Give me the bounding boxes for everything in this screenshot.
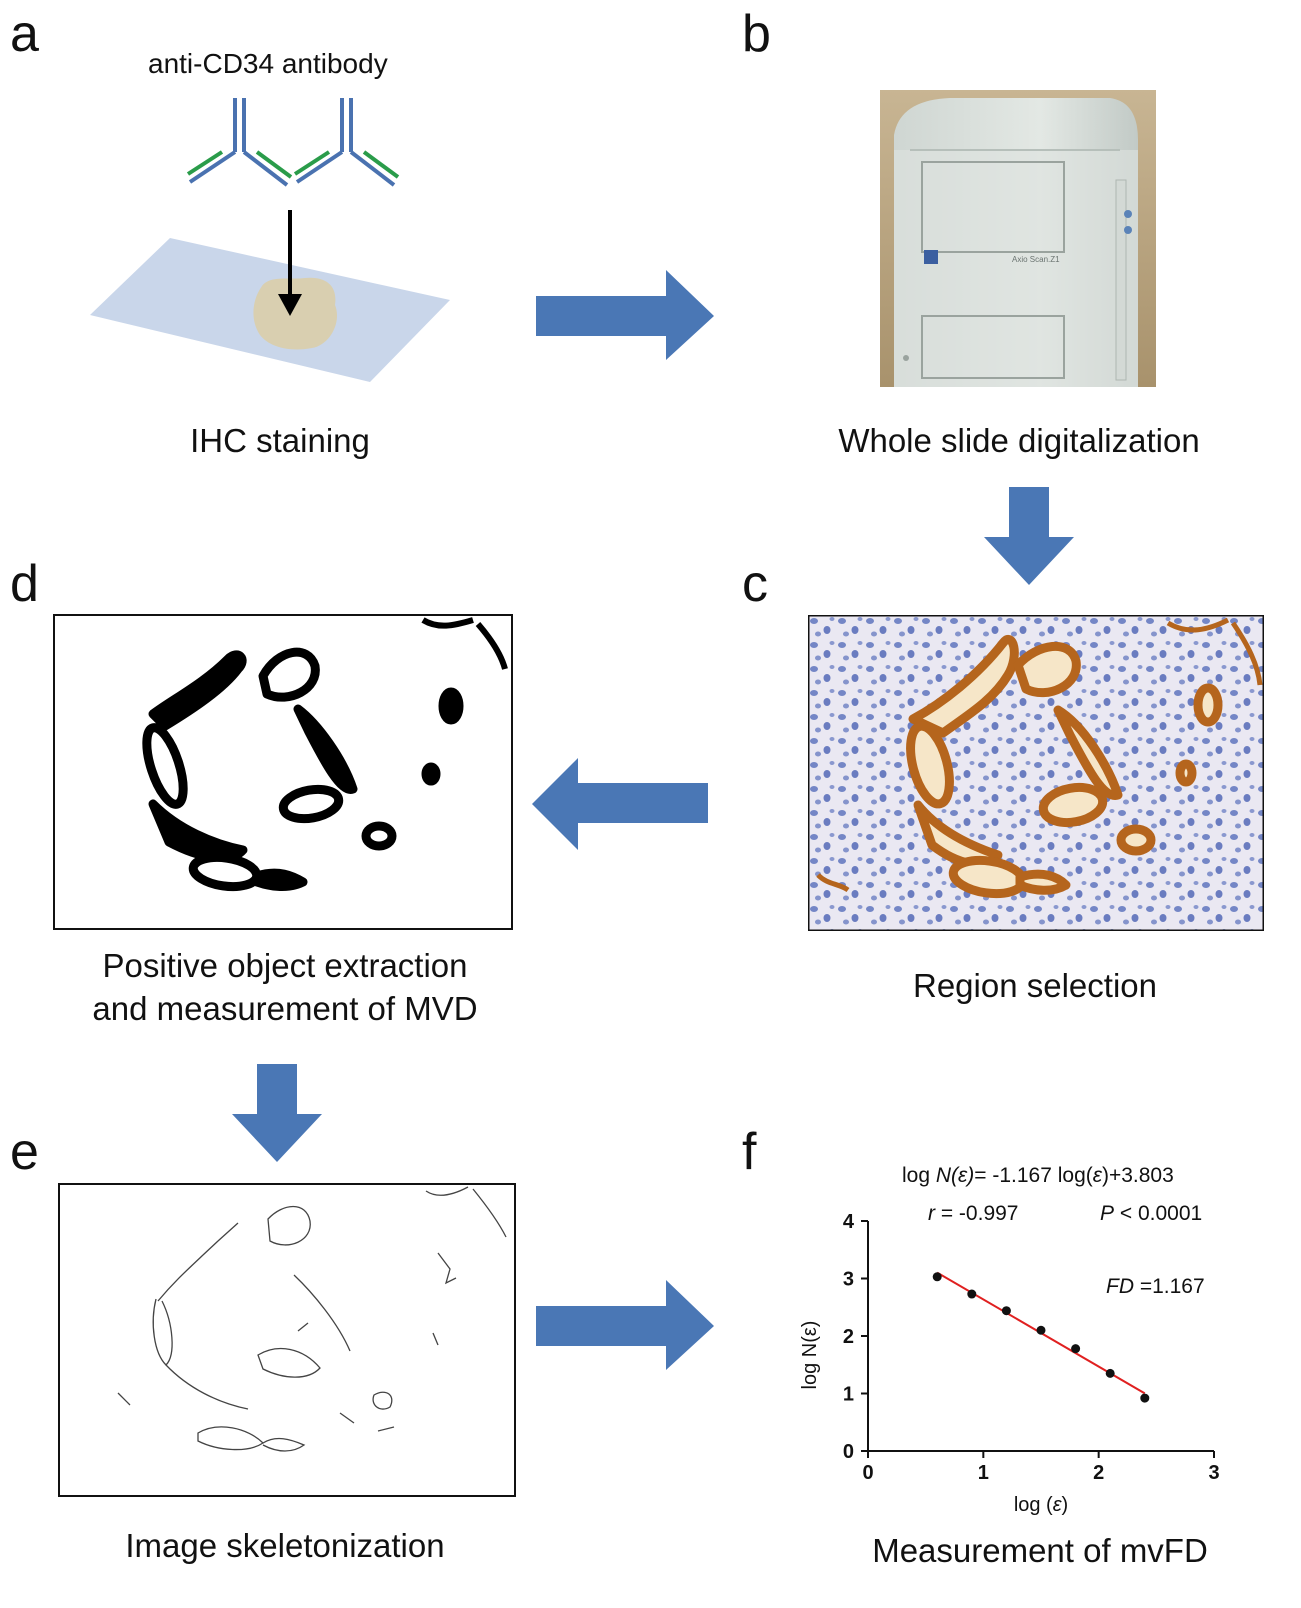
panel-letter-d: d — [10, 555, 39, 613]
eq-prefix: log — [902, 1164, 936, 1187]
panel-letter-b: b — [742, 5, 771, 63]
panel-letter-e: e — [10, 1123, 39, 1181]
caption-region-selection: Region selection — [913, 967, 1157, 1004]
caption-d-line1: Positive object extraction — [102, 947, 468, 984]
caption-positive-object-extraction: Positive object extraction and measureme… — [40, 945, 530, 1031]
chart-ticks: 0 1 2 3 0 1 2 3 4 — [843, 1211, 1220, 1484]
eq-middle: = -1.167 log( — [974, 1164, 1093, 1187]
eq-suffix: )+3.803 — [1101, 1164, 1174, 1187]
ihc-staining-illustration — [90, 98, 450, 382]
slide-scanner-photo: Axio Scan.Z1 — [880, 90, 1156, 387]
flow-arrow-b-to-c — [984, 487, 1074, 585]
x-tick-label: 0 — [862, 1462, 873, 1484]
caption-measurement-of-mvfd: Measurement of mvFD — [872, 1532, 1208, 1569]
caption-d-line2: and measurement of MVD — [92, 989, 478, 1027]
fractal-dimension-chart: 0 1 2 3 0 1 2 3 4 log N(ε) log (ε) — [799, 1211, 1220, 1516]
scanner-upper-panel — [921, 161, 1065, 253]
scanner-model-text: Axio Scan.Z1 — [1012, 255, 1060, 264]
panel-letter-a: a — [10, 5, 39, 63]
data-point — [1071, 1344, 1081, 1354]
flow-arrow-c-to-d — [532, 758, 708, 850]
eq-n-eps: N(ε) — [935, 1164, 975, 1187]
scanner-lower-panel — [921, 315, 1065, 379]
panel-letter-f: f — [742, 1123, 757, 1181]
data-point — [1001, 1306, 1011, 1316]
antibody-left — [186, 98, 293, 187]
scanner-side-strip — [1115, 179, 1127, 381]
y-tick-label: 0 — [843, 1441, 854, 1463]
tissue-section — [253, 277, 338, 350]
y-tick-label: 2 — [843, 1326, 854, 1348]
data-point — [932, 1272, 942, 1282]
data-point — [1105, 1368, 1115, 1378]
stained-vessels — [906, 634, 1223, 899]
p-value: P < 0.0001 — [1100, 1202, 1202, 1226]
flow-arrow-e-to-f — [536, 1280, 714, 1370]
fd-value: =1.167 — [1134, 1275, 1205, 1298]
flow-arrow-a-to-b — [536, 270, 714, 360]
y-axis-label: log N(ε) — [799, 1321, 821, 1390]
y-tick-label: 4 — [843, 1211, 855, 1233]
regression-equation: log N(ε)= -1.167 log(ε)+3.803 — [902, 1164, 1174, 1188]
r-symbol: r — [928, 1202, 935, 1225]
caption-whole-slide-digitalization: Whole slide digitalization — [838, 422, 1200, 459]
data-point — [967, 1289, 977, 1299]
correlation-coefficient: r = -0.997 — [928, 1202, 1018, 1226]
y-tick-label: 3 — [843, 1269, 854, 1291]
fractal-dimension: FD =1.167 — [1106, 1275, 1205, 1299]
fd-symbol: FD — [1106, 1275, 1134, 1298]
p-value-text: < 0.0001 — [1114, 1202, 1203, 1225]
chart-points — [932, 1272, 1150, 1403]
xlabel-var: ε — [1053, 1494, 1063, 1516]
x-axis-label: log (ε) — [1014, 1494, 1068, 1516]
eq-eps: ε — [1092, 1164, 1102, 1187]
chart-axes — [867, 1221, 1214, 1452]
x-tick-label: 2 — [1093, 1462, 1104, 1484]
xlabel-prefix: log ( — [1014, 1494, 1053, 1516]
data-point — [1036, 1325, 1046, 1335]
antibody-right — [293, 98, 400, 187]
caption-image-skeletonization: Image skeletonization — [125, 1527, 445, 1564]
caption-ihc-staining: IHC staining — [190, 422, 370, 459]
flow-arrow-d-to-e — [232, 1064, 322, 1162]
region-selection-micrograph — [808, 615, 1264, 931]
r-value: = -0.997 — [935, 1202, 1019, 1225]
skeletonized-image — [58, 1183, 516, 1497]
antibody-label: anti-CD34 antibody — [148, 48, 388, 79]
zeiss-logo — [924, 250, 938, 264]
xlabel-suffix: ) — [1062, 1494, 1069, 1516]
data-point — [1140, 1393, 1150, 1403]
p-symbol: P — [1100, 1202, 1115, 1225]
panel-letter-c: c — [742, 555, 768, 613]
y-tick-label: 1 — [843, 1384, 854, 1406]
binding-arrow — [278, 210, 302, 316]
binary-positive-objects-image — [53, 614, 513, 930]
x-tick-label: 1 — [978, 1462, 989, 1484]
x-tick-label: 3 — [1208, 1462, 1219, 1484]
